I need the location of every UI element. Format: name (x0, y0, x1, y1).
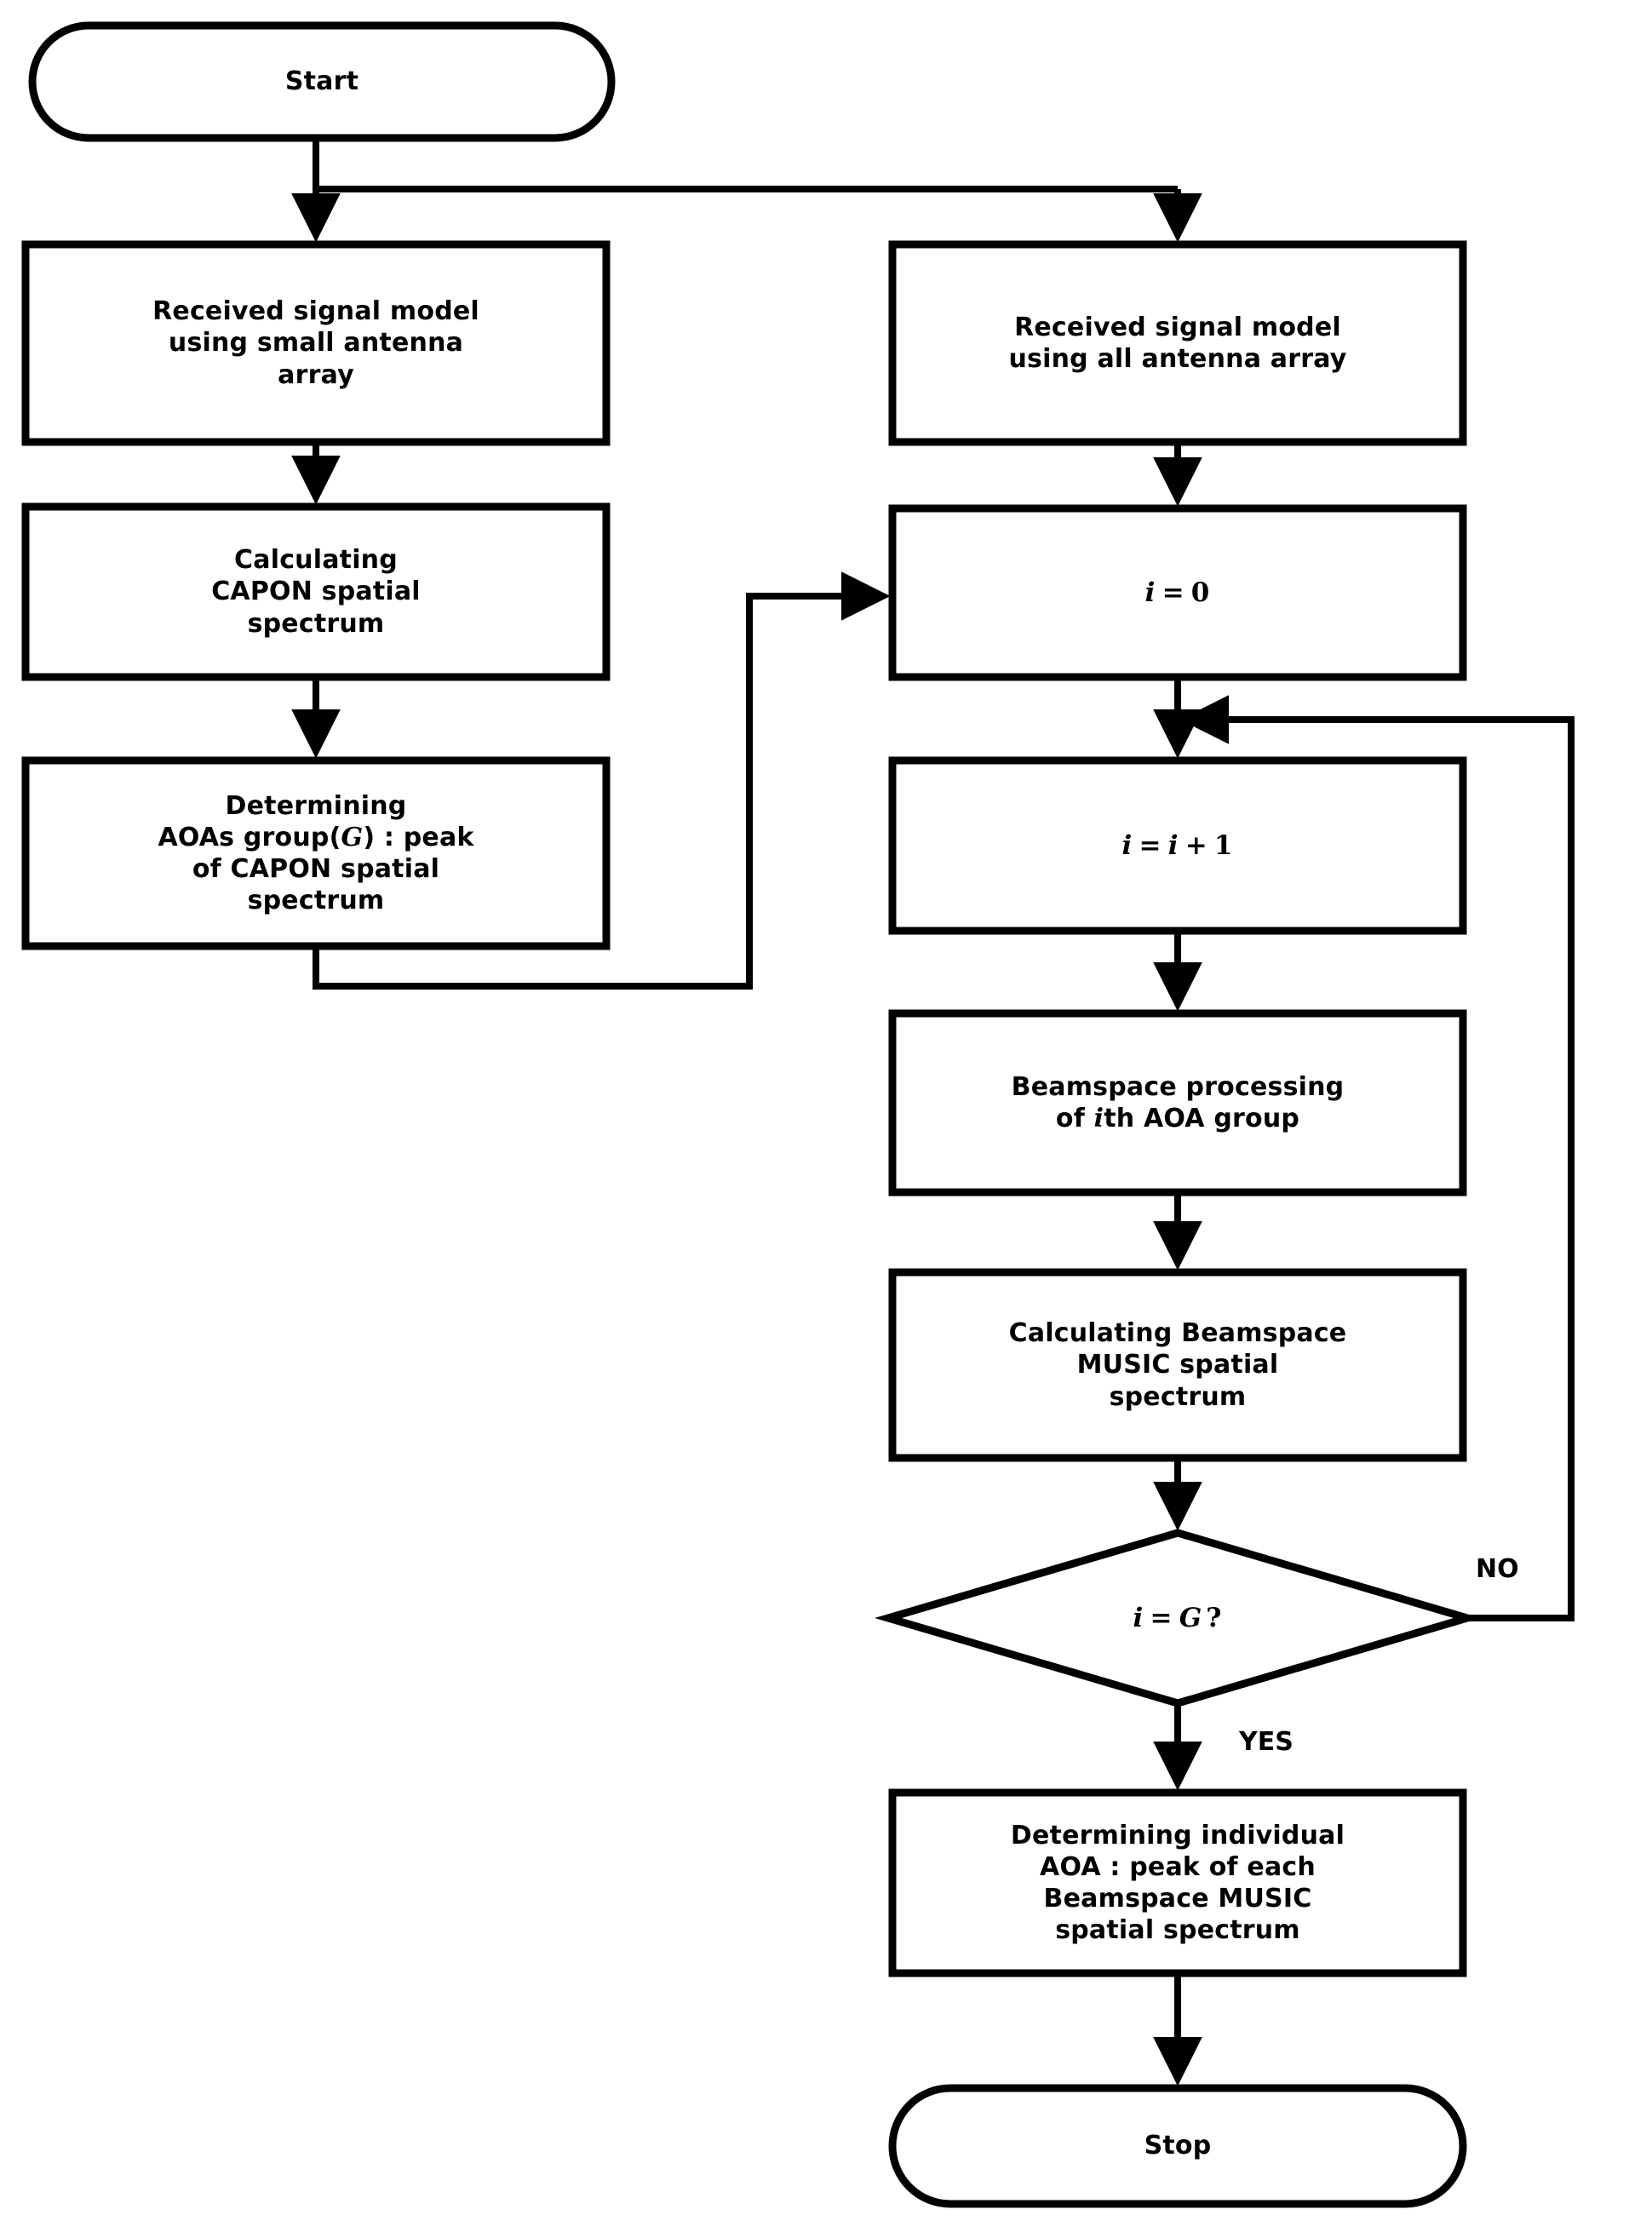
node-start-shape (28, 21, 616, 142)
edge-decision-no-loop (1179, 695, 1575, 1621)
node-right-received-shape (888, 240, 1467, 446)
node-decision-shape (875, 1529, 1481, 1707)
edge-determine-to-init-i (313, 571, 891, 990)
node-left-determine-shape (21, 756, 611, 950)
node-left-capon-shape (21, 502, 611, 681)
node-incr-i-shape (888, 756, 1467, 935)
node-beamspace-music-shape (888, 1268, 1467, 1462)
node-determine-individual-shape (888, 1788, 1467, 1977)
node-left-received-shape (21, 240, 611, 446)
node-beamspace-processing-shape (888, 1009, 1467, 1196)
node-init-i-shape (888, 504, 1467, 681)
edge-start-to-branches (313, 138, 1178, 192)
node-stop-shape (888, 2084, 1467, 2208)
